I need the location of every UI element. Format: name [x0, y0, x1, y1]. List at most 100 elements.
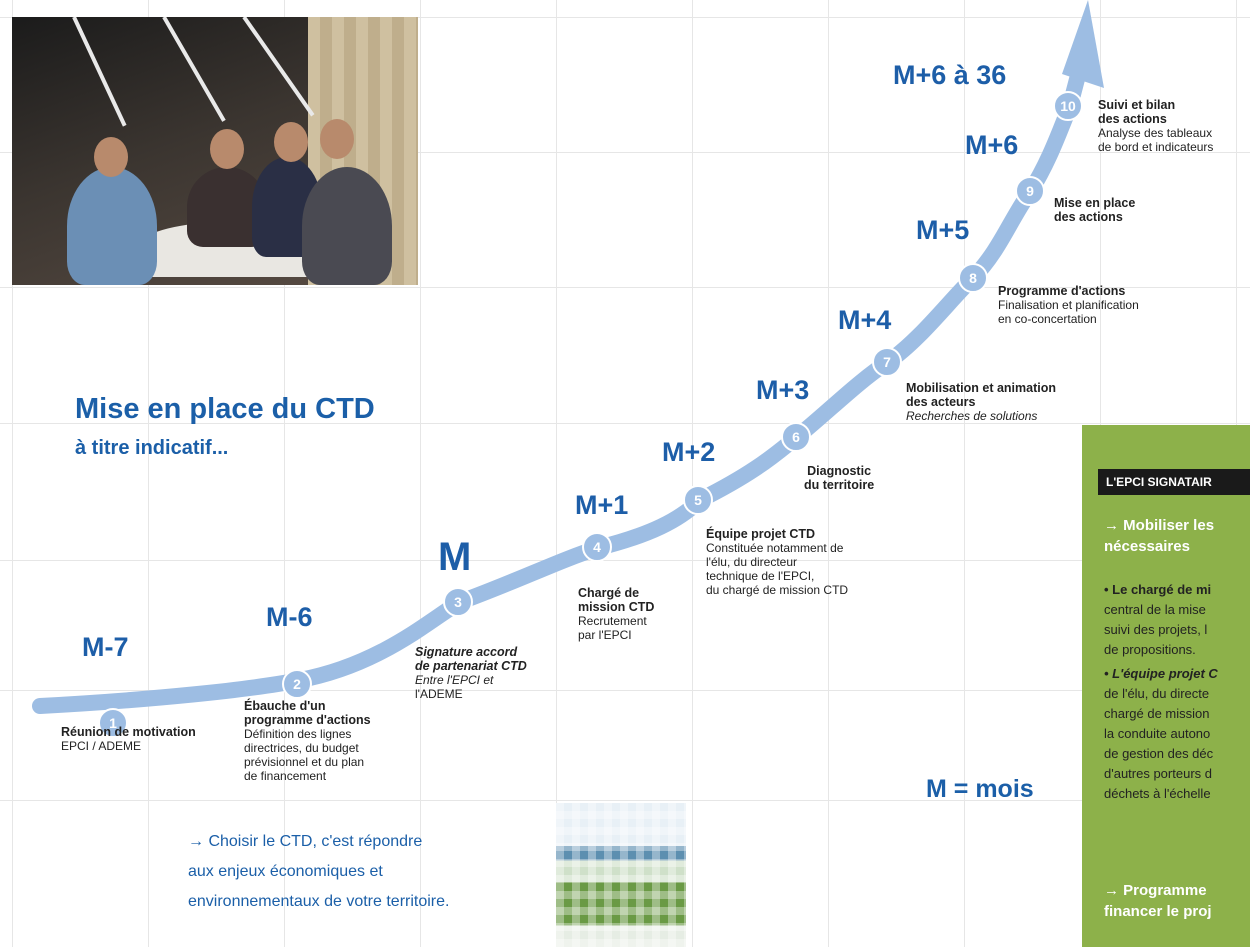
meeting-photo: [12, 17, 418, 285]
month-label-10: M+6 à 36: [893, 60, 1007, 90]
milestone-number-10: 10: [1060, 98, 1076, 114]
panel-arrow-1-line1: → Mobiliser les: [1104, 517, 1215, 534]
milestone-number-2: 2: [293, 676, 301, 692]
panel-line: suivi des projets, l: [1104, 622, 1208, 637]
step-line: Analyse des tableaux: [1098, 126, 1213, 140]
milestone-dot-3: [443, 587, 473, 617]
milestone-dot-1: [98, 708, 128, 738]
step-label-1: Réunion de motivation EPCI / ADEME: [61, 725, 196, 753]
panel-arrow-1-line2: nécessaires: [1104, 538, 1190, 555]
step-line: du chargé de mission CTD: [706, 583, 849, 597]
step-line: Définition des lignes: [244, 727, 352, 741]
bottom-line-2: aux enjeux économiques et: [188, 863, 383, 880]
step-line: par l'EPCI: [578, 628, 632, 642]
month-label-7: M+4: [838, 305, 892, 335]
diagram-subtitle: à titre indicatif...: [75, 437, 229, 459]
step-line: Finalisation et planification: [998, 298, 1139, 312]
milestone-dot-6: [781, 422, 811, 452]
panel-line: central de la mise: [1104, 602, 1206, 617]
step-line: EPCI / ADEME: [61, 739, 142, 753]
bottom-callout: → Choisir le CTD, c'est répondre aux enj…: [188, 827, 449, 917]
step-line: prévisionnel et du plan: [244, 755, 365, 769]
month-label-5: M+2: [662, 437, 716, 467]
step-line: technique de l'EPCI,: [706, 569, 815, 583]
milestone-dot-2: [282, 669, 312, 699]
milestone-number-6: 6: [792, 429, 800, 445]
panel-arrow-2-line1: → Programme: [1104, 882, 1207, 899]
step-line: l'élu, du directeur: [706, 555, 798, 569]
panel-line: déchets à l'échelle: [1104, 786, 1211, 801]
legend-m-mois: M = mois: [926, 775, 1034, 803]
milestone-number-8: 8: [969, 270, 977, 286]
month-label-2: M-6: [266, 602, 313, 632]
milestone-number-9: 9: [1026, 183, 1034, 199]
panel-para-2-lead: • L'équipe projet C: [1104, 666, 1218, 681]
milestone-dot-4: [582, 532, 612, 562]
step-line: Entre l'EPCI et: [415, 673, 494, 687]
diagram-title: Mise en place du CTD: [75, 393, 375, 425]
month-label-3: M: [438, 535, 472, 579]
panel-arrow-2: → Programme financer le proj: [1104, 880, 1212, 922]
landscape-thumbnail: [556, 803, 686, 947]
panel-arrow-1: → Mobiliser les nécessaires: [1104, 515, 1214, 557]
step-line: Recrutement: [578, 614, 647, 628]
panel-line: de propositions.: [1104, 642, 1196, 657]
epci-panel: [1082, 425, 1250, 947]
timeline-arrowhead: [1062, 0, 1104, 88]
step-line: Recherches de solutions: [906, 409, 1038, 423]
step-heading: Programme d'actions: [998, 284, 1126, 298]
step-line: de financement: [244, 769, 327, 783]
bottom-line-1: → Choisir le CTD, c'est répondre: [188, 833, 423, 850]
month-label-9: M+6: [965, 130, 1019, 160]
month-label-8: M+5: [916, 215, 970, 245]
panel-para-1: • Le chargé de mi central de la mise sui…: [1104, 580, 1211, 660]
step-line: directrices, du budget: [244, 741, 359, 755]
milestone-dot-8: [958, 263, 988, 293]
panel-para-2: • L'équipe projet C de l'élu, du directe…: [1104, 664, 1218, 804]
milestone-dot-7: [872, 347, 902, 377]
panel-line: chargé de mission: [1104, 706, 1210, 721]
milestone-dot-10: [1053, 91, 1083, 121]
milestone-number-3: 3: [454, 594, 462, 610]
step-line: Constituée notamment de: [706, 541, 844, 555]
step-label-5: Équipe projet CTD Constituée notamment d…: [706, 527, 848, 597]
milestone-number-1: 1: [109, 715, 117, 731]
panel-line: la conduite autono: [1104, 726, 1211, 741]
panel-line: de l'élu, du directe: [1104, 686, 1210, 701]
month-label-6: M+3: [756, 375, 810, 405]
milestone-dot-5: [683, 485, 713, 515]
panel-para-1-lead: • Le chargé de mi: [1104, 582, 1212, 597]
step-line: en co-concertation: [998, 312, 1097, 326]
step-line: de bord et indicateurs: [1098, 140, 1214, 154]
month-label-4: M+1: [575, 490, 629, 520]
panel-line: de gestion des déc: [1104, 746, 1214, 761]
epci-badge: L'EPCI SIGNATAIR: [1098, 469, 1250, 495]
panel-arrow-2-line2: financer le proj: [1104, 903, 1212, 920]
step-heading: Équipe projet CTD: [706, 527, 816, 541]
month-label-1: M-7: [82, 632, 129, 662]
milestone-number-4: 4: [593, 539, 601, 555]
panel-line: d'autres porteurs d: [1104, 766, 1212, 781]
bottom-line-3: environnementaux de votre territoire.: [188, 893, 450, 910]
milestone-number-7: 7: [883, 354, 891, 370]
milestone-number-5: 5: [694, 492, 702, 508]
step-line: l'ADEME: [415, 687, 463, 701]
milestone-dot-9: [1015, 176, 1045, 206]
step-label-8: Programme d'actions Finalisation et plan…: [998, 284, 1139, 326]
step-heading: Réunion de motivation: [61, 725, 196, 739]
